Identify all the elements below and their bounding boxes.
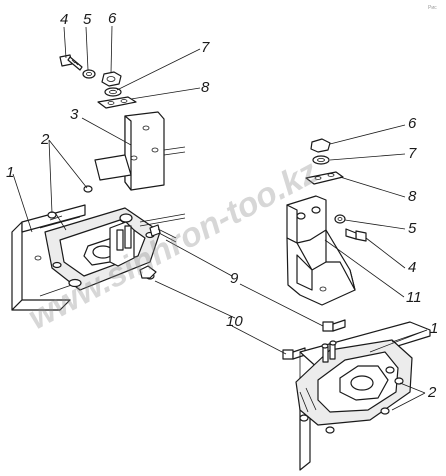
bolt-4-top — [59, 54, 83, 71]
callout-1-right: 1 — [430, 320, 438, 337]
plate-8-right — [305, 171, 344, 185]
callout-8-top: 8 — [201, 79, 210, 96]
callout-2-right: 2 — [427, 384, 437, 401]
bolt-9-lower — [322, 319, 346, 332]
lock-washer-5-right — [334, 214, 346, 224]
callout-5-top: 5 — [83, 11, 92, 28]
nut-6-right — [310, 138, 331, 153]
bolt-9 — [149, 224, 177, 243]
callout-1-left: 1 — [6, 164, 14, 181]
nut-6-top — [101, 71, 122, 87]
washer-7-right — [312, 155, 330, 165]
lock-washer-5-top — [82, 69, 96, 79]
callout-7-right: 7 — [408, 145, 417, 162]
corner-mark: Рис — [428, 5, 437, 11]
callout-3: 3 — [70, 106, 79, 123]
bracket-11 — [286, 195, 356, 306]
callout-6-right: 6 — [408, 115, 417, 132]
callout-4-top: 4 — [60, 11, 68, 28]
callout-9: 9 — [230, 270, 239, 287]
housing-unit-right — [295, 339, 413, 434]
callout-4-right: 4 — [408, 259, 416, 276]
callout-11: 11 — [406, 289, 422, 306]
callout-7-top: 7 — [201, 39, 210, 56]
bolt-4-right — [345, 228, 367, 242]
housing-unit-left — [44, 185, 186, 291]
callout-5-right: 5 — [408, 220, 417, 237]
callout-8-right: 8 — [408, 188, 417, 205]
leader-lines — [12, 25, 428, 411]
bracket-3 — [94, 111, 186, 191]
callout-6-top: 6 — [108, 10, 117, 27]
plate-8-top — [97, 96, 137, 109]
callout-10: 10 — [226, 313, 243, 330]
nut-10-left — [139, 265, 157, 280]
callout-2-left: 2 — [40, 131, 50, 148]
